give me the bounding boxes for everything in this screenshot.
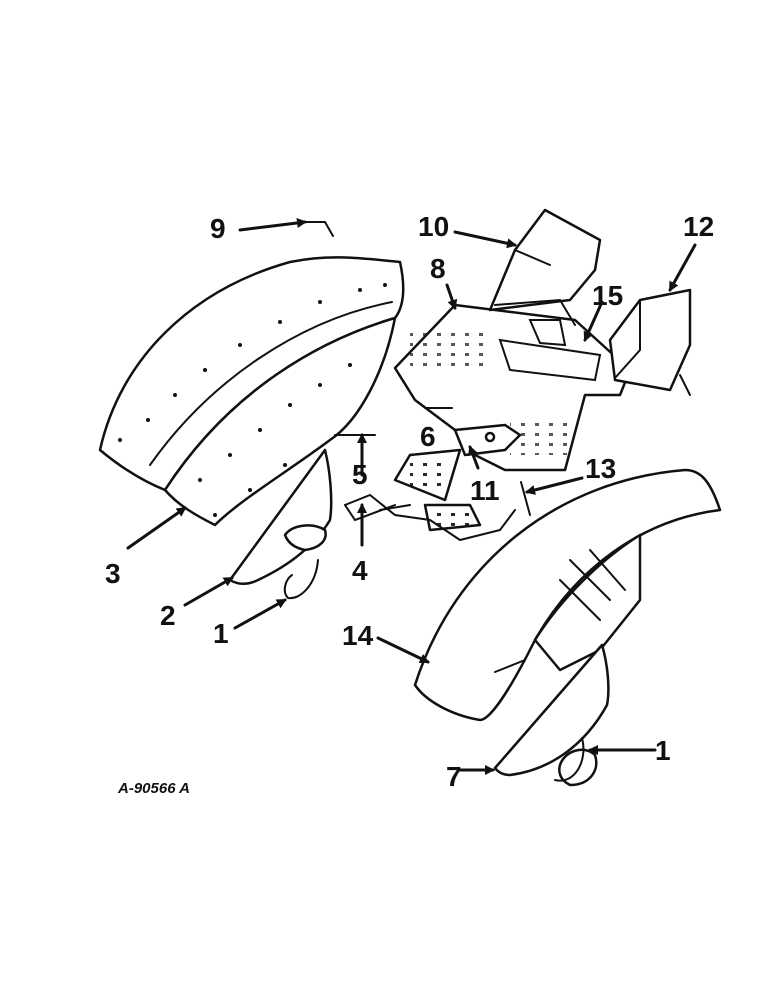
callout-1-right: 1 bbox=[655, 735, 671, 766]
right-fender-extension bbox=[493, 643, 610, 787]
floor-panel bbox=[393, 303, 632, 472]
drawing-number: A-90566 A bbox=[118, 780, 190, 797]
left-fender-skirt bbox=[163, 316, 397, 527]
callout-8: 8 bbox=[430, 253, 446, 284]
callout-4: 4 bbox=[352, 555, 368, 586]
callout-15: 15 bbox=[592, 280, 624, 311]
callout-10: 10 bbox=[418, 211, 450, 242]
callout-6: 6 bbox=[420, 421, 436, 452]
right-support bbox=[608, 288, 692, 396]
step-assembly bbox=[334, 434, 516, 542]
right-bracket bbox=[554, 737, 585, 782]
callout-3: 3 bbox=[105, 558, 121, 589]
pin bbox=[520, 481, 531, 516]
callout-14: 14 bbox=[342, 620, 374, 651]
handle bbox=[299, 221, 334, 237]
left-support bbox=[488, 208, 602, 326]
left-fender-extension bbox=[228, 448, 333, 585]
left-bracket bbox=[283, 559, 319, 600]
callout-9: 9 bbox=[210, 213, 226, 244]
leader-lines bbox=[126, 218, 697, 775]
right-fender bbox=[413, 468, 722, 722]
callout-13: 13 bbox=[585, 453, 617, 484]
callout-7: 7 bbox=[446, 761, 462, 792]
callout-2: 2 bbox=[160, 600, 176, 631]
callout-1-left: 1 bbox=[213, 618, 229, 649]
callout-12: 12 bbox=[683, 211, 715, 242]
callout-5: 5 bbox=[352, 459, 368, 490]
callout-11: 11 bbox=[470, 475, 500, 506]
